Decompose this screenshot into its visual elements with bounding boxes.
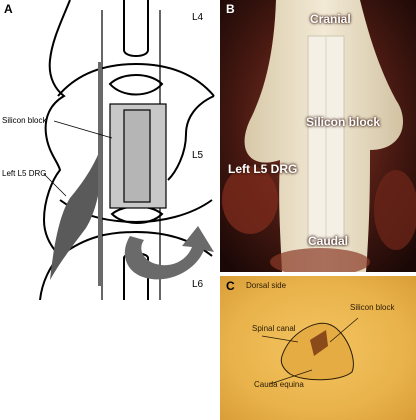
lamina-top-inner: [108, 74, 164, 96]
vertebral-outline-right-mid: [167, 133, 187, 181]
level-l5: L5: [192, 150, 204, 161]
drg-shape: [50, 150, 102, 280]
label-left-l5-drg-b: Left L5 DRG: [228, 162, 298, 176]
panel-a-letter: A: [4, 2, 13, 16]
leader-c-block: [329, 317, 359, 343]
leader-c-cauda: [269, 369, 313, 385]
panel-b-photo: [220, 0, 416, 272]
panel-c-letter: C: [226, 279, 235, 293]
label-spinal-canal: Spinal canal: [252, 324, 296, 333]
level-l6: L6: [192, 279, 204, 290]
label-dorsal-side: Dorsal side: [246, 281, 287, 290]
panel-c-photo: [220, 276, 416, 420]
leader-drg: [43, 173, 67, 197]
panel-a-schematic: [39, 0, 215, 300]
curved-arrow: [124, 226, 214, 280]
label-silicon-block-a: Silicon block: [2, 116, 47, 125]
leader-block: [53, 120, 113, 139]
guide-rod: [98, 62, 102, 286]
level-l4: L4: [192, 12, 204, 23]
label-left-l5-drg-a: Left L5 DRG: [2, 169, 47, 178]
leader-c-canal: [261, 335, 299, 343]
label-caudal: Caudal: [308, 234, 349, 248]
spinous-top: [123, 0, 149, 57]
label-cranial: Cranial: [310, 12, 351, 26]
silicon-block-piece: [310, 330, 328, 356]
lamina-top: [57, 62, 215, 97]
vertebral-outline-right-top: [185, 95, 215, 135]
label-cauda-equina: Cauda equina: [254, 380, 304, 389]
panel-b-letter: B: [226, 2, 235, 16]
silicon-block-inner: [123, 109, 151, 203]
label-silicon-block-b: Silicon block: [306, 115, 381, 129]
label-silicon-block-c: Silicon block: [350, 303, 395, 312]
